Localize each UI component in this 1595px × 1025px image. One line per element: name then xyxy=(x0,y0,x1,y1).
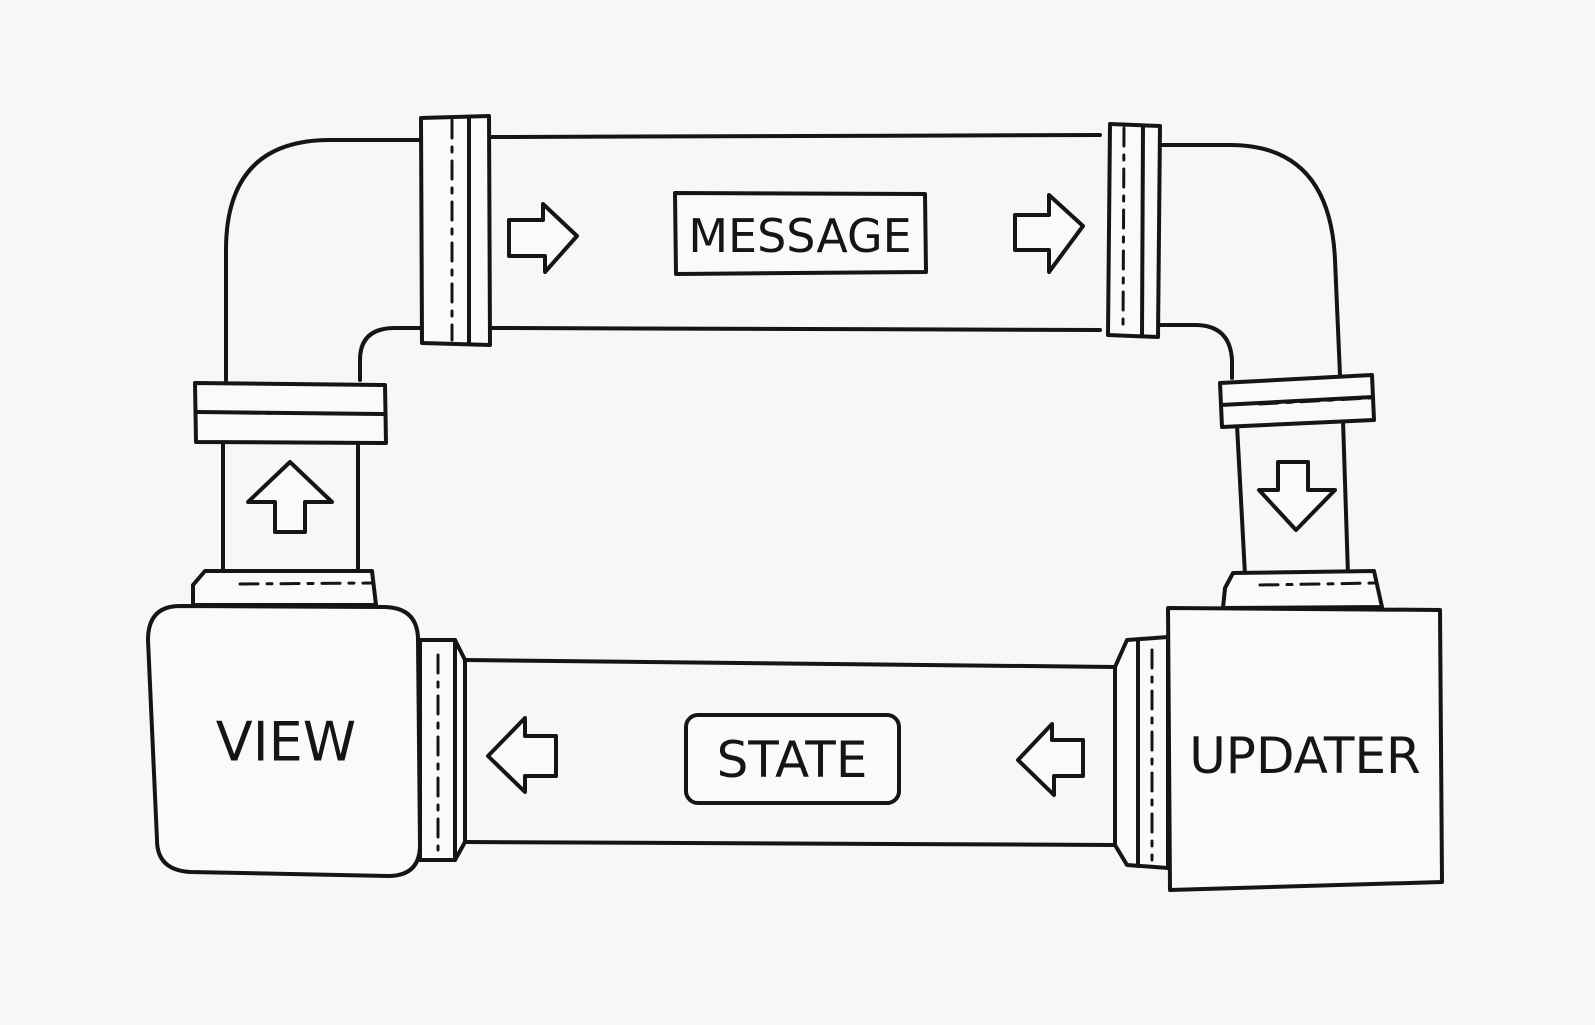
top-right-elbow-inner xyxy=(1158,323,1234,380)
left-vertical-pipe xyxy=(221,438,360,572)
top-left-elbow-inner xyxy=(358,326,422,382)
right-upper-flange xyxy=(1218,373,1376,429)
updater-label: UPDATER xyxy=(1189,727,1421,785)
message-pipe xyxy=(488,133,1102,332)
state-label-box xyxy=(684,713,901,805)
message-arrow-left xyxy=(507,202,579,274)
state-pipe-left-flange xyxy=(418,638,467,862)
top-left-elbow xyxy=(224,138,422,382)
updater-box xyxy=(1166,606,1444,892)
right-lower-collar xyxy=(1221,569,1384,610)
message-label: MESSAGE xyxy=(688,209,911,263)
state-pipe-right-flange xyxy=(1113,635,1170,870)
top-right-elbow xyxy=(1158,143,1342,377)
view-up-arrow xyxy=(246,460,334,534)
message-pipe-left-flange xyxy=(419,114,492,347)
left-upper-flange xyxy=(193,381,388,445)
message-arrow-right xyxy=(1013,193,1085,274)
view-label: VIEW xyxy=(216,711,356,774)
updater-down-arrow xyxy=(1257,460,1337,532)
state-pipe xyxy=(463,658,1117,847)
message-pipe-right-flange xyxy=(1106,122,1162,339)
message-label-box xyxy=(673,191,928,276)
state-arrow-right xyxy=(1016,722,1085,797)
state-arrow-left xyxy=(486,716,558,794)
left-lower-collar xyxy=(191,569,378,607)
view-box xyxy=(146,604,422,878)
right-vertical-pipe xyxy=(1235,418,1350,577)
state-label: STATE xyxy=(717,731,868,789)
